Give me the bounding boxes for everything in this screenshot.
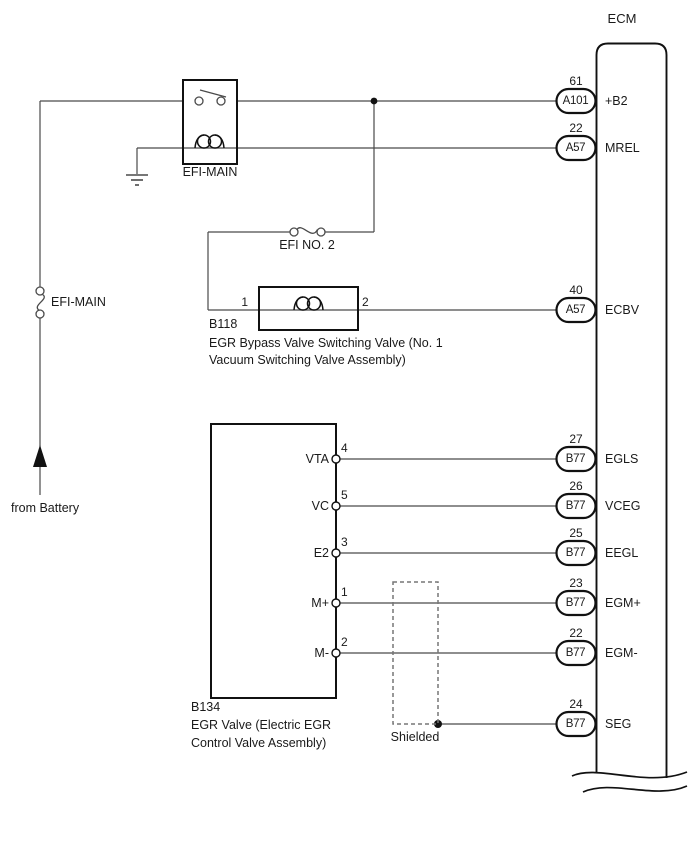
b134-pin-label-vc: VC (311, 499, 329, 513)
b134-description-line2: Control Valve Assembly) (191, 736, 327, 750)
ecm-outline (595, 42, 668, 778)
ground-icon (126, 174, 148, 186)
b134-terminal-vta (331, 454, 341, 464)
ecm-pin-signal: EGLS (605, 452, 639, 466)
ecm-oval-egmminus (555, 639, 597, 667)
break-wave-bottom (582, 785, 688, 793)
relay-blade (199, 89, 227, 98)
b134-terminal-vc (331, 501, 341, 511)
ecm-pin-signal: EEGL (605, 546, 639, 560)
ecm-pin-number: 61 (569, 74, 583, 88)
ecm-connector-ovals (555, 87, 597, 738)
ecm-oval-ecbv (555, 296, 597, 324)
fuse-efi-no2-icon (289, 227, 326, 237)
b118-description-line2: Vacuum Switching Valve Assembly) (209, 353, 406, 367)
b134-description-line1: EGR Valve (Electric EGR (191, 718, 332, 732)
ecm-oval-eegl (555, 539, 597, 567)
b134-pin-label-mminus: M- (314, 646, 329, 660)
b118-description-line1: EGR Bypass Valve Switching Valve (No. 1 (209, 336, 443, 350)
ecm-pin-signal: EGM+ (605, 596, 641, 610)
b134-pin-label-e2: E2 (313, 546, 329, 560)
ecm-title: ECM (607, 11, 637, 26)
b134-pin-label-vta: VTA (305, 452, 329, 466)
fuse-efi-main-label: EFI-MAIN (51, 295, 106, 309)
b118-coil-icon (293, 296, 324, 311)
ecm-pin-connector: B77 (565, 597, 586, 609)
ecm-oval-seg (555, 710, 597, 738)
b134-terminal-mminus (331, 648, 341, 658)
b134-pin-number-vta: 4 (341, 441, 348, 455)
b118-pin-left-number: 1 (241, 295, 248, 309)
ecm-pin-signal: EGM- (605, 646, 638, 660)
relay-label: EFI-MAIN (182, 165, 238, 179)
relay-contact-right (216, 96, 226, 106)
ecm-oval-egls (555, 445, 597, 473)
ecm-pin-number: 22 (569, 626, 583, 640)
relay-efi-main (182, 79, 238, 165)
wire-group (39, 100, 556, 725)
ecm-pin-signal: ECBV (605, 303, 640, 317)
relay-box (182, 79, 238, 165)
b134-terminal-mplus (331, 598, 341, 608)
b134-pin-number-mminus: 2 (341, 635, 348, 649)
b134-pin-label-mplus: M+ (311, 596, 329, 610)
b134-pin-number-mplus: 1 (341, 585, 348, 599)
ecm-pin-number: 26 (569, 479, 583, 493)
ecm-pin-number: 23 (569, 576, 583, 590)
ecm-pin-connector: B77 (565, 647, 586, 659)
junction-dot (370, 97, 378, 105)
ecm-pin-number: 25 (569, 526, 583, 540)
shield-boundary (392, 581, 439, 725)
break-wave-top (571, 771, 688, 779)
battery-arrow-icon (33, 445, 47, 467)
relay-contact-left (194, 96, 204, 106)
ecm-pin-signal: VCEG (605, 499, 641, 513)
ecm-pin-signal: +B2 (605, 94, 628, 108)
relay-coil-icon (194, 134, 225, 149)
b134-box (210, 423, 341, 699)
fuse-efi-no2-label: EFI NO. 2 (279, 238, 335, 252)
battery-source-label: from Battery (11, 501, 80, 515)
b134-pin-number-vc: 5 (341, 488, 348, 502)
ecm-pin-signal: MREL (605, 141, 640, 155)
ecm-pin-connector: A101 (562, 95, 589, 107)
ecm-pin-number: 22 (569, 121, 583, 135)
shield-drain-dot (434, 720, 442, 728)
b134-pin-number-e2: 3 (341, 535, 348, 549)
ecm-oval-mrel (555, 134, 597, 162)
b118-id: B118 (209, 317, 238, 331)
ecm-pin-connector: B77 (565, 718, 586, 730)
b118-pin-right-number: 2 (362, 295, 369, 309)
ecm-pin-connector: A57 (565, 142, 586, 154)
b134-terminal-e2 (331, 548, 341, 558)
ecm-pin-signal: SEG (605, 717, 632, 731)
ecm-oval-b2 (555, 87, 597, 115)
b118-box (258, 286, 359, 331)
ecm-pin-connector: B77 (565, 547, 586, 559)
shield-label: Shielded (390, 730, 440, 744)
ecm-pin-number: 24 (569, 697, 583, 711)
ecm-oval-vceg (555, 492, 597, 520)
ecm-pin-number: 40 (569, 283, 583, 297)
fuse-efi-main-icon (35, 286, 45, 319)
ecm-oval-egmplus (555, 589, 597, 617)
ecm-pin-connector: B77 (565, 500, 586, 512)
b134-id: B134 (191, 700, 221, 714)
ecm-pin-connector: A57 (565, 304, 586, 316)
ecm-pin-number: 27 (569, 432, 583, 446)
ecm-pin-connector: B77 (565, 453, 586, 465)
